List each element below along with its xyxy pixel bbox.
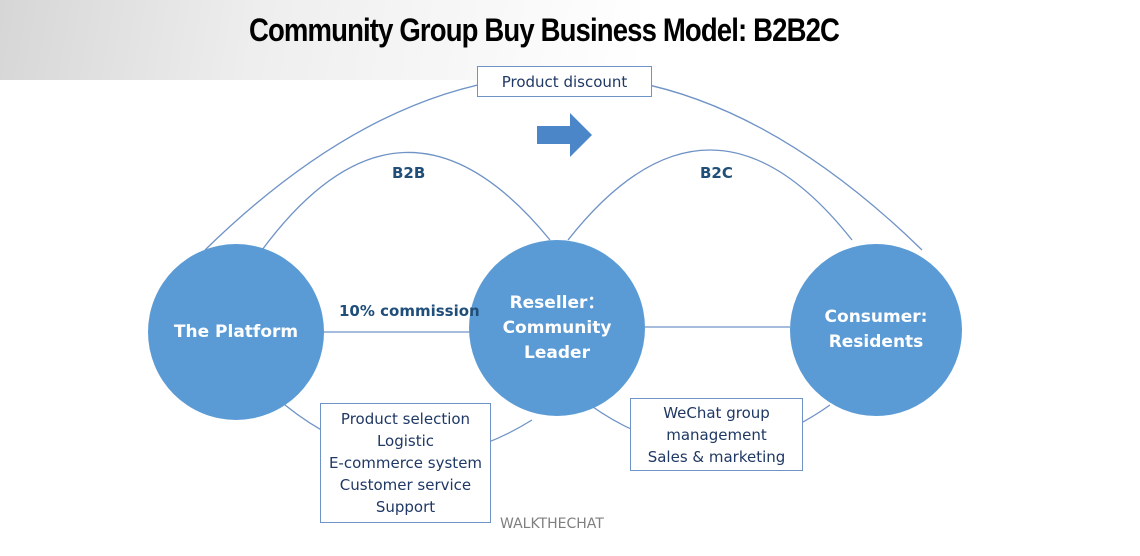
diagram-title: Community Group Buy Business Model: B2B2…	[248, 12, 840, 48]
reseller-node-label: Reseller： Community Leader	[502, 292, 612, 363]
product-discount-box: Product discount	[477, 66, 652, 97]
b2b-label: B2B	[392, 164, 426, 182]
b2b-arc	[261, 151, 551, 251]
commission-label: 10% commission	[339, 302, 480, 320]
platform-services-box: Product selection Logistic E-commerce sy…	[320, 403, 491, 523]
outer-arc	[204, 74, 923, 251]
flow-arrow-icon	[537, 113, 592, 157]
b2c-arc	[567, 149, 853, 241]
platform-node: The Platform	[148, 244, 324, 420]
watermark-text: WALKTHECHAT	[500, 516, 604, 532]
consumer-node-label: Consumer: Residents	[824, 307, 928, 352]
consumer-node: Consumer: Residents	[790, 244, 962, 416]
b2c-label: B2C	[700, 164, 733, 182]
platform-node-label: The Platform	[173, 321, 299, 342]
leader-services-box: WeChat group management Sales & marketin…	[630, 398, 803, 471]
reseller-node: Reseller： Community Leader	[469, 240, 645, 416]
